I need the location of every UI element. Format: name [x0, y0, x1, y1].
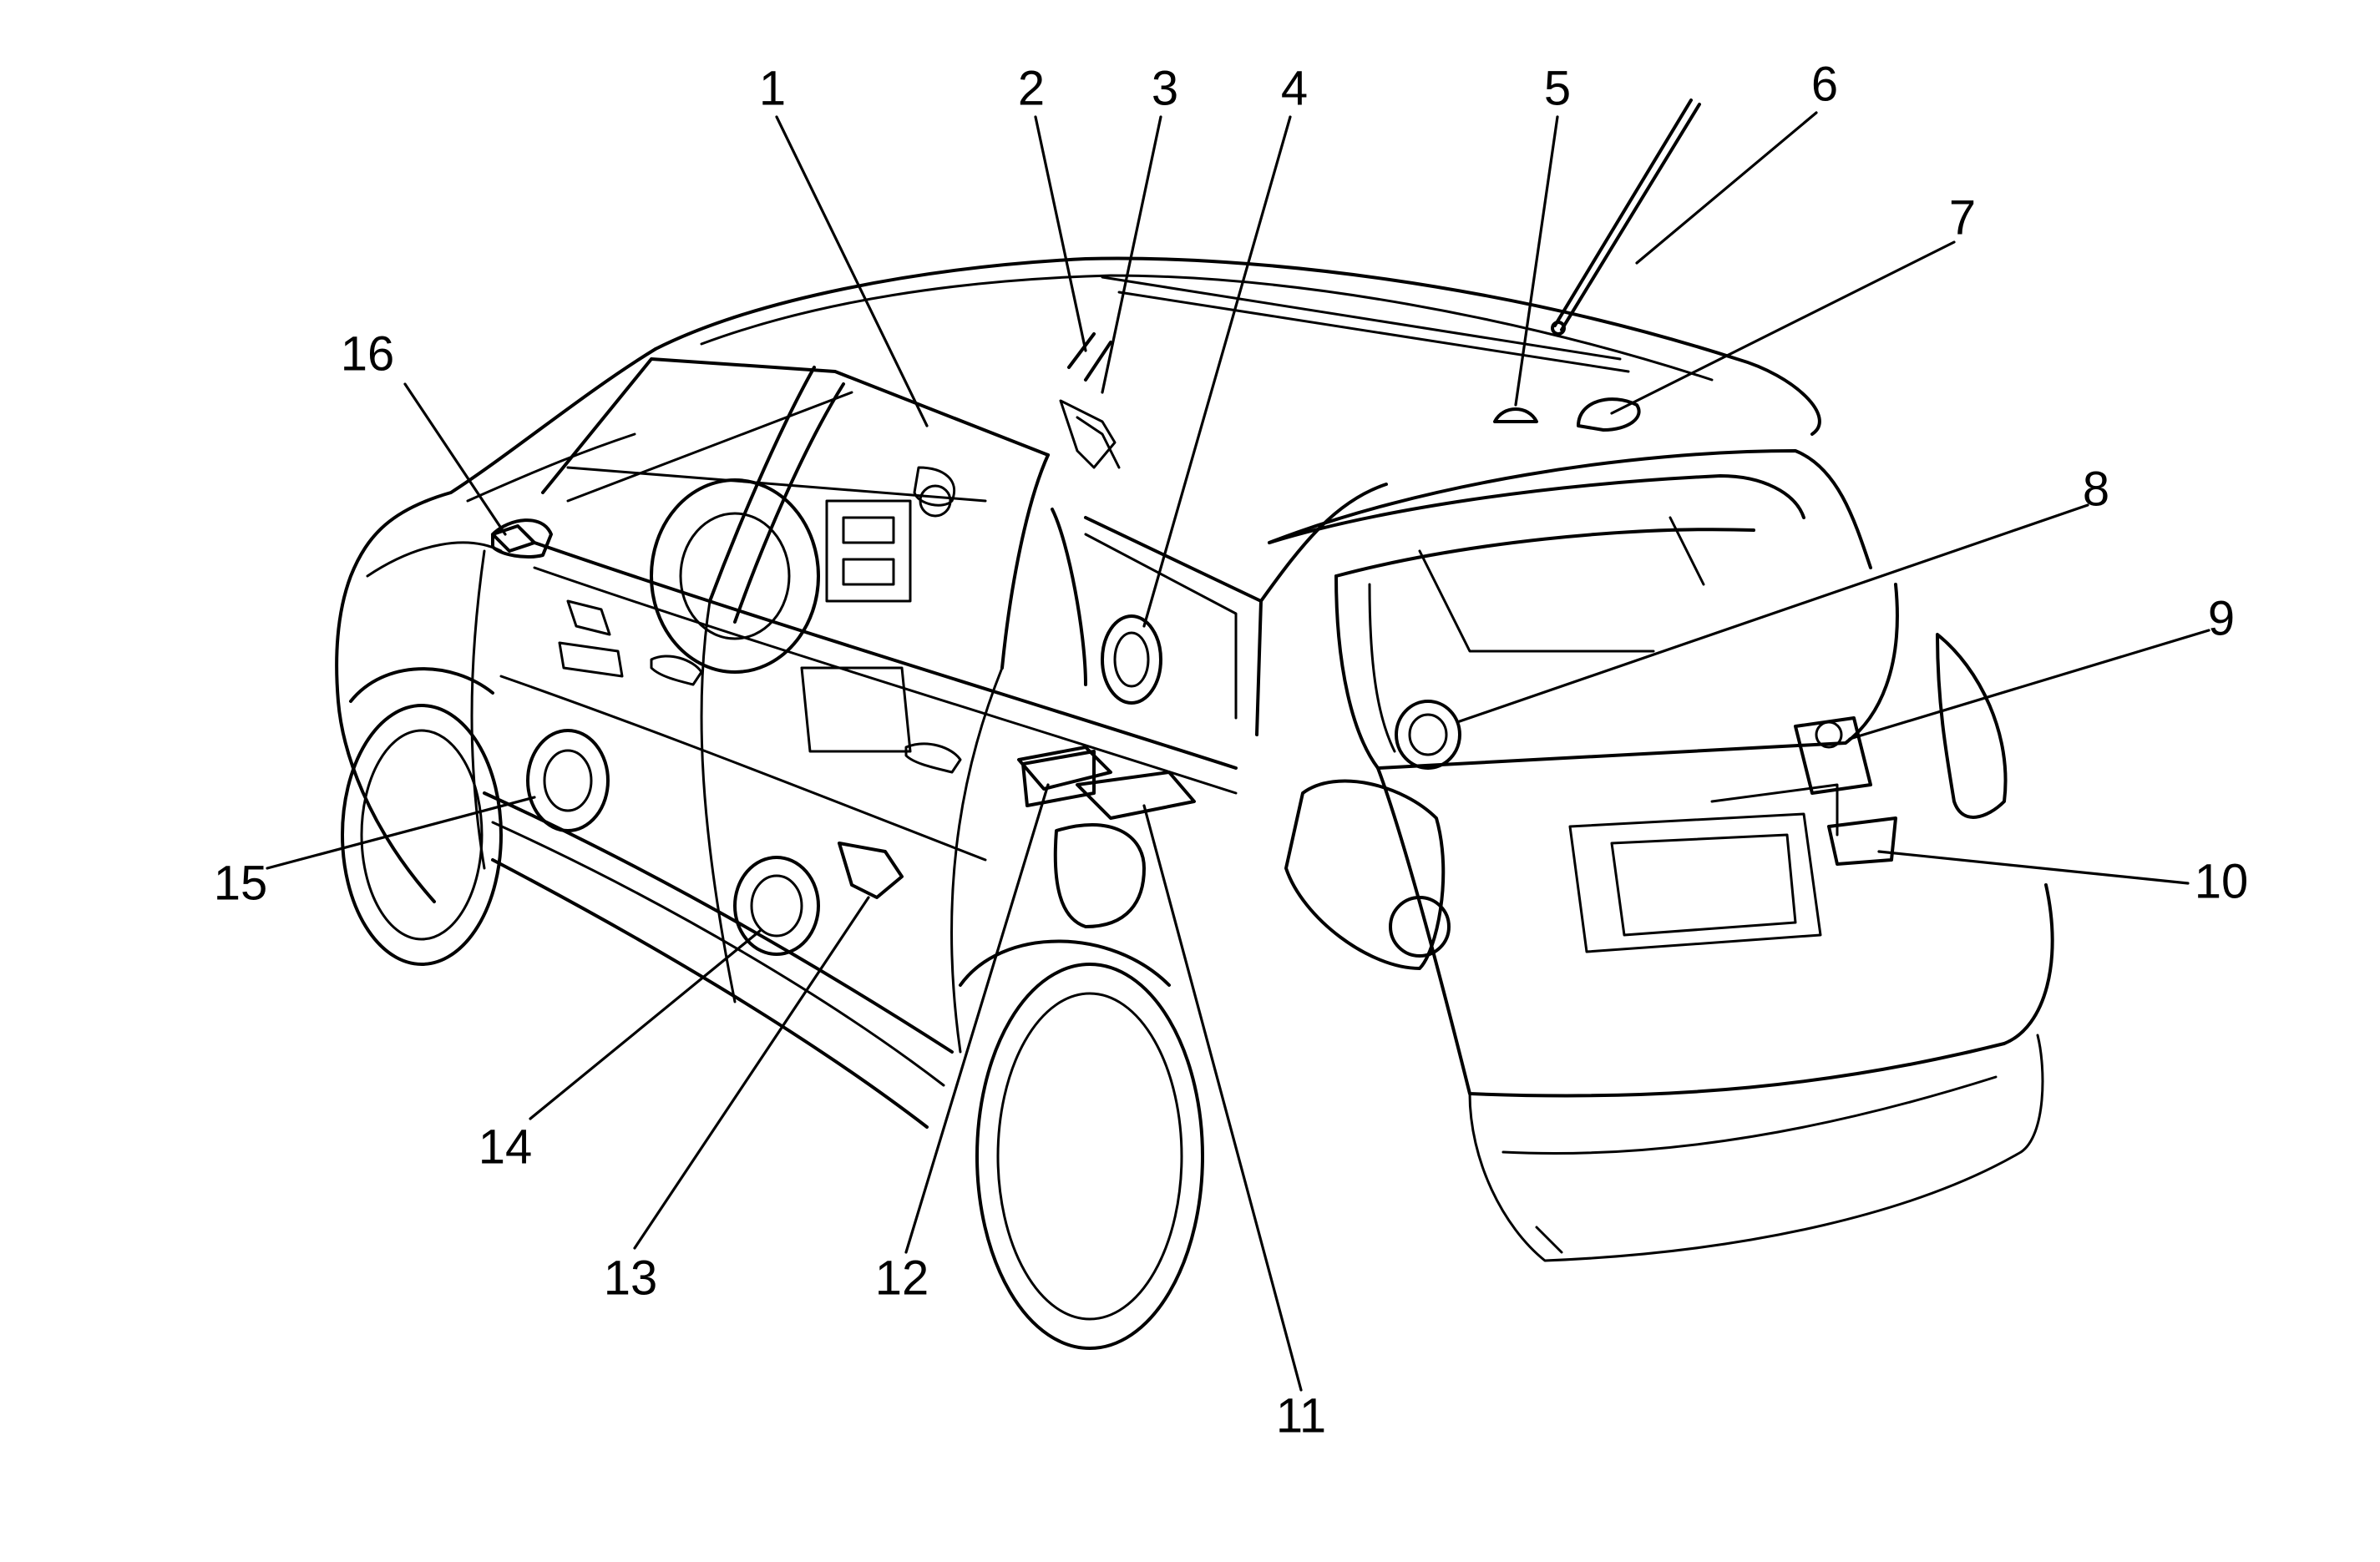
rear-quarter-speaker: [1395, 700, 1461, 770]
callout-6: 6: [1811, 57, 1838, 111]
body-control-module: [1017, 746, 1196, 820]
leader-5: [1514, 115, 1559, 407]
leader-6: [1635, 111, 1818, 265]
leader-15: [266, 796, 536, 870]
callout-2: 2: [1018, 61, 1045, 115]
rear-door-speaker: [1101, 614, 1162, 705]
leader-11: [1142, 804, 1303, 1392]
callout-3: 3: [1152, 61, 1178, 115]
leader-7: [1610, 240, 1956, 415]
leader-9: [1848, 629, 2210, 741]
callout-8: 8: [2083, 462, 2109, 516]
callout-10: 10: [2195, 854, 2249, 908]
leader-14: [529, 929, 762, 1120]
callout-13: 13: [604, 1251, 658, 1305]
mirror-mount-module: [491, 524, 536, 553]
leader-2: [1034, 115, 1087, 352]
keyless-entry-module: [838, 842, 904, 899]
leader-13: [633, 896, 870, 1250]
callout-12: 12: [875, 1251, 929, 1305]
leader-lines: [266, 111, 2210, 1392]
rear-wheel: [959, 939, 1204, 1350]
callout-16: 16: [341, 326, 395, 381]
front-door-speaker: [526, 729, 610, 832]
callout-5: 5: [1544, 61, 1571, 115]
callout-11: 11: [1276, 1388, 1326, 1443]
leader-12: [904, 783, 1050, 1254]
antenna-mast: [1551, 99, 1701, 336]
leader-8: [1456, 503, 2089, 724]
vehicle-body-outline: [335, 256, 2054, 1262]
callout-4: 4: [1281, 61, 1308, 115]
leader-1: [775, 115, 929, 427]
callout-9: 9: [2208, 591, 2235, 645]
radio-receiver-module: [1021, 750, 1096, 807]
callout-15: 15: [214, 856, 268, 910]
leader-10: [1877, 850, 2190, 885]
callout-7: 7: [1949, 190, 1976, 245]
callout-14: 14: [479, 1120, 533, 1174]
antenna-mount: [1577, 397, 1641, 432]
callout-1: 1: [759, 61, 786, 115]
roof-antenna-base: [1493, 407, 1538, 423]
leader-4: [1142, 115, 1292, 628]
antenna-amplifier: [1059, 399, 1117, 469]
front-wheel: [341, 667, 503, 966]
audio-amplifier-bracket: [1710, 783, 1897, 866]
antenna-cable-a-pillar: [1067, 332, 1121, 469]
cd-changer-module: [1794, 716, 1872, 795]
interior-dashboard: [566, 466, 987, 753]
leader-3: [1101, 115, 1162, 394]
callout-labels: 1 2 3 4 5 6 7 8 9 10 11 12 13 14 15 16: [214, 57, 2249, 1443]
speaker-front-tweeter: [913, 466, 956, 507]
leader-16: [403, 382, 507, 536]
front-door-speaker-lower: [733, 856, 820, 956]
